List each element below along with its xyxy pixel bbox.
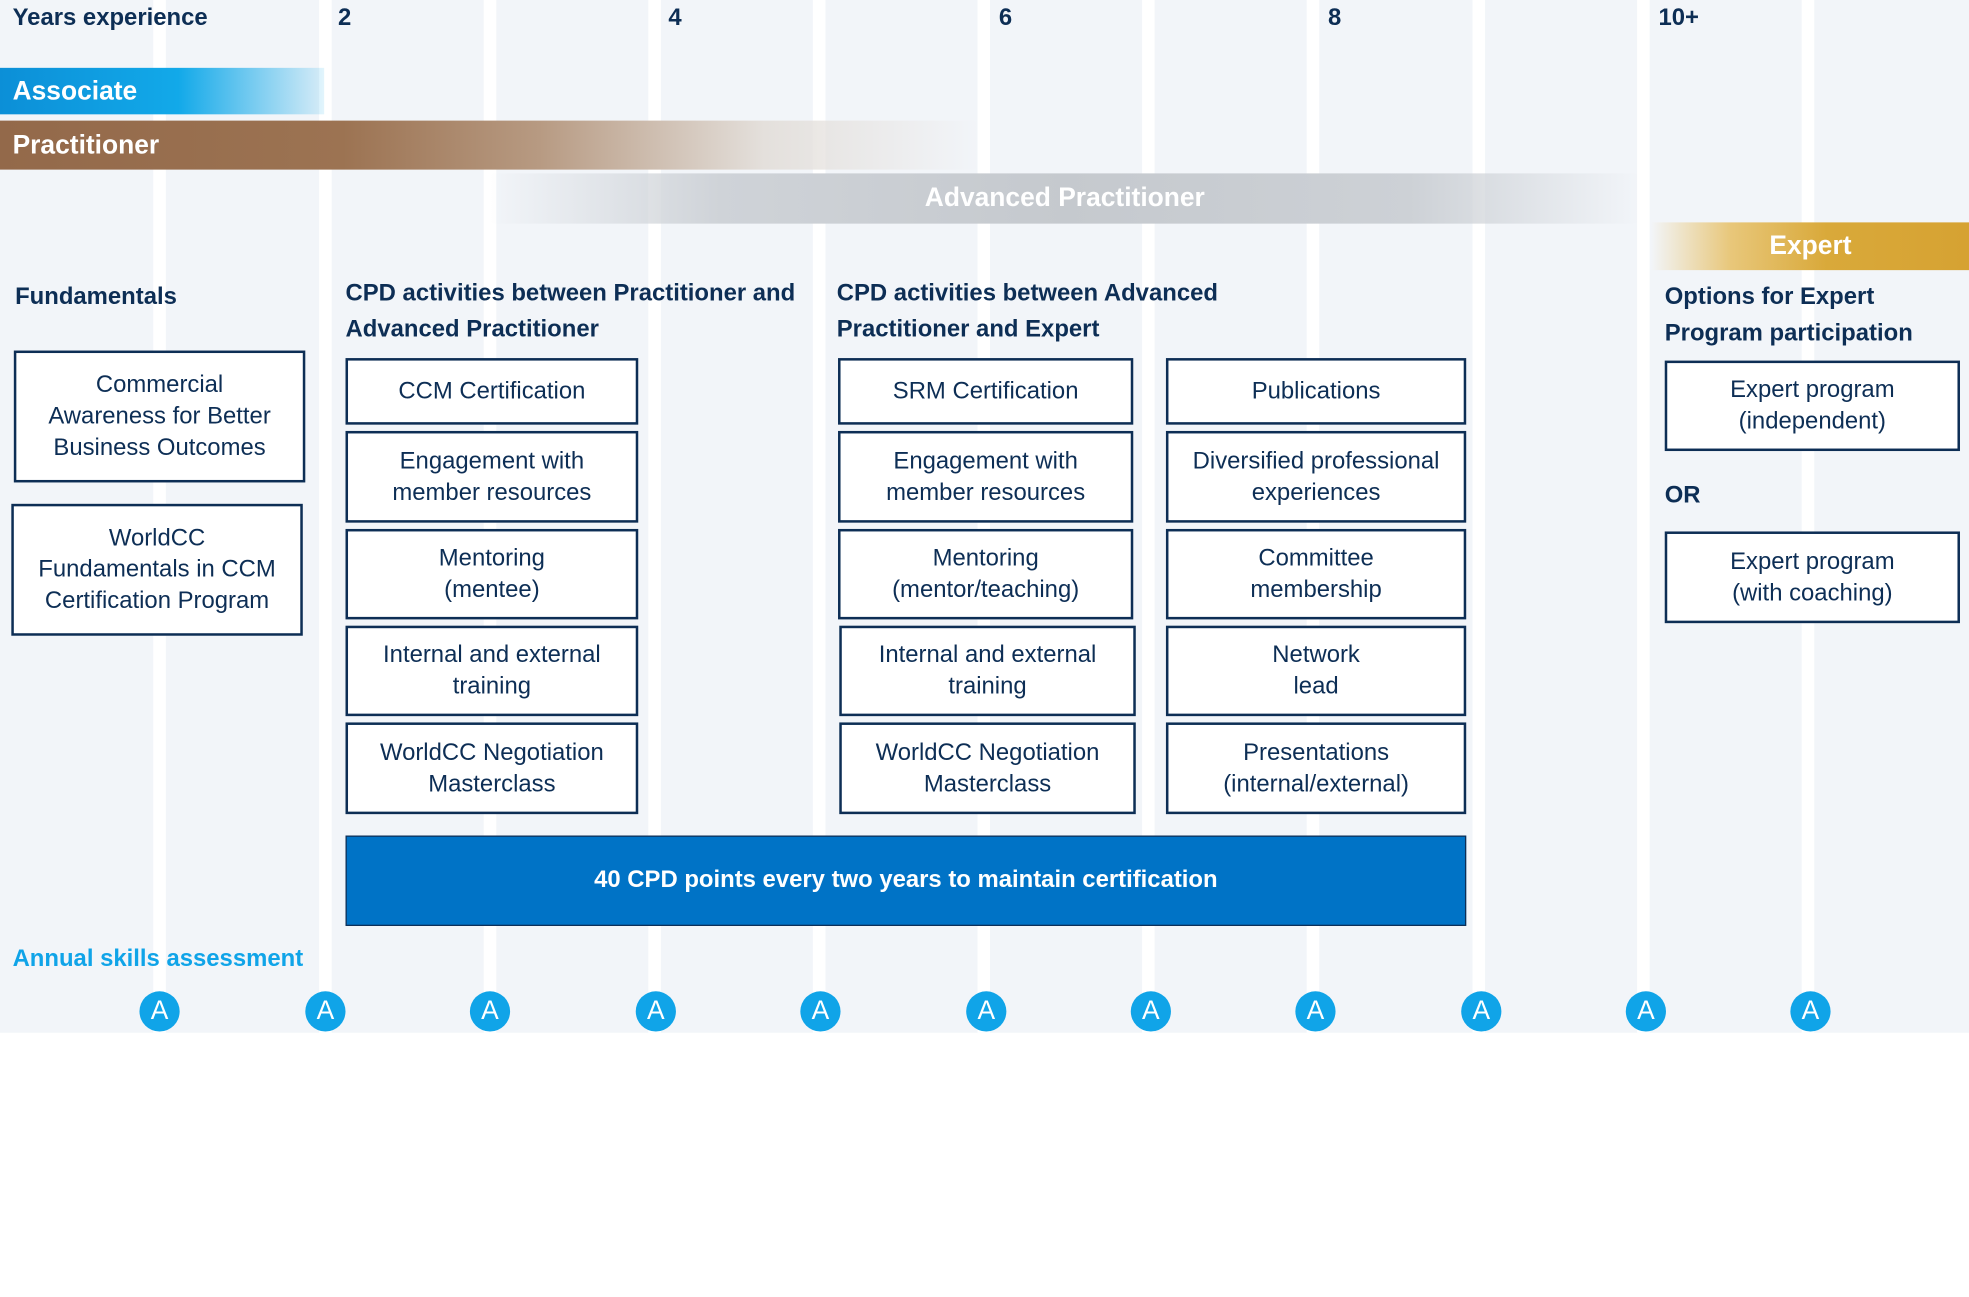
assessment-badge: A bbox=[800, 991, 841, 1032]
cpd-activity-box: Publications bbox=[1165, 358, 1467, 425]
year-tick-8: 8 bbox=[1328, 5, 1342, 32]
fundamentals-box: WorldCC Fundamentals in CCM Certificatio… bbox=[11, 503, 303, 636]
assessment-badge: A bbox=[1295, 991, 1336, 1032]
assessment-badge: A bbox=[1625, 991, 1666, 1032]
advanced-practitioner-label: Advanced Practitioner bbox=[924, 183, 1205, 213]
cpd-activity-box: Diversified professional experiences bbox=[1165, 430, 1467, 523]
expert-band: Expert bbox=[1650, 222, 1969, 271]
fundamentals-box: Commercial Awareness for Better Business… bbox=[13, 350, 306, 483]
expert-option-box: Expert program (independent) bbox=[1664, 360, 1960, 452]
year-tick-2: 2 bbox=[337, 5, 352, 32]
advanced-practitioner-band: Advanced Practitioner bbox=[489, 173, 1640, 224]
expert-label: Expert bbox=[1769, 231, 1852, 261]
grid-column bbox=[1637, 0, 1650, 1033]
cpd-activity-box: CCM Certification bbox=[345, 358, 639, 425]
cpd-practitioner-heading: CPD activities between Practitioner and … bbox=[345, 280, 796, 343]
assessment-badge: A bbox=[1130, 991, 1171, 1032]
grid-column bbox=[1801, 0, 1815, 1033]
cpd-activity-box: Presentations (internal/external) bbox=[1165, 722, 1467, 815]
cpd-activity-box: Mentoring (mentee) bbox=[345, 528, 639, 620]
cpd-activity-box: Mentoring (mentor/teaching) bbox=[838, 528, 1134, 620]
cpd-points-banner: 40 CPD points every two years to maintai… bbox=[345, 835, 1467, 926]
fundamentals-heading: Fundamentals bbox=[15, 283, 177, 311]
grid-column bbox=[319, 0, 332, 1033]
expert-options-heading: Options for Expert Program participation bbox=[1664, 283, 1913, 347]
expert-option-box: Expert program (with coaching) bbox=[1664, 531, 1960, 624]
grid-column bbox=[1142, 0, 1155, 1033]
associate-band: Associate bbox=[0, 67, 325, 115]
cpd-activity-box: Internal and external training bbox=[839, 625, 1136, 717]
annual-skills-assessment-label: Annual skills assessment bbox=[12, 946, 304, 973]
cpd-activity-box: Network lead bbox=[1165, 625, 1467, 717]
career-pathway-diagram: Years experience 2 4 6 8 10+ Associate P… bbox=[0, 0, 1969, 1033]
assessment-badge: A bbox=[635, 991, 676, 1032]
cpd-activity-box: Internal and external training bbox=[345, 625, 639, 717]
or-label: OR bbox=[1664, 482, 1701, 509]
grid-column bbox=[812, 0, 826, 1033]
assessment-badge: A bbox=[1461, 991, 1502, 1032]
assessment-badge: A bbox=[139, 991, 180, 1032]
year-tick-6: 6 bbox=[998, 5, 1013, 32]
practitioner-band: Practitioner bbox=[0, 120, 980, 170]
associate-label: Associate bbox=[12, 76, 138, 105]
year-tick-10-plus: 10+ bbox=[1658, 5, 1699, 32]
cpd-points-text: 40 CPD points every two years to maintai… bbox=[594, 866, 1218, 894]
cpd-activity-box: Committee membership bbox=[1165, 528, 1467, 620]
grid-column bbox=[1472, 0, 1486, 1033]
cpd-activity-box: WorldCC Negotiation Masterclass bbox=[839, 722, 1136, 815]
cpd-advanced-heading: CPD activities between Advanced Practiti… bbox=[836, 280, 1218, 343]
grid-column bbox=[648, 0, 661, 1033]
year-tick-4: 4 bbox=[668, 5, 682, 32]
cpd-activity-box: WorldCC Negotiation Masterclass bbox=[345, 722, 639, 815]
years-experience-label: Years experience bbox=[12, 5, 208, 32]
assessment-badge: A bbox=[1790, 991, 1831, 1032]
practitioner-label: Practitioner bbox=[12, 130, 160, 159]
cpd-activity-box: SRM Certification bbox=[838, 358, 1134, 425]
assessment-badge: A bbox=[469, 991, 511, 1032]
assessment-badge: A bbox=[305, 991, 346, 1032]
cpd-activity-box: Engagement with member resources bbox=[345, 430, 639, 523]
assessment-badge: A bbox=[966, 991, 1007, 1032]
cpd-activity-box: Engagement with member resources bbox=[838, 430, 1134, 523]
